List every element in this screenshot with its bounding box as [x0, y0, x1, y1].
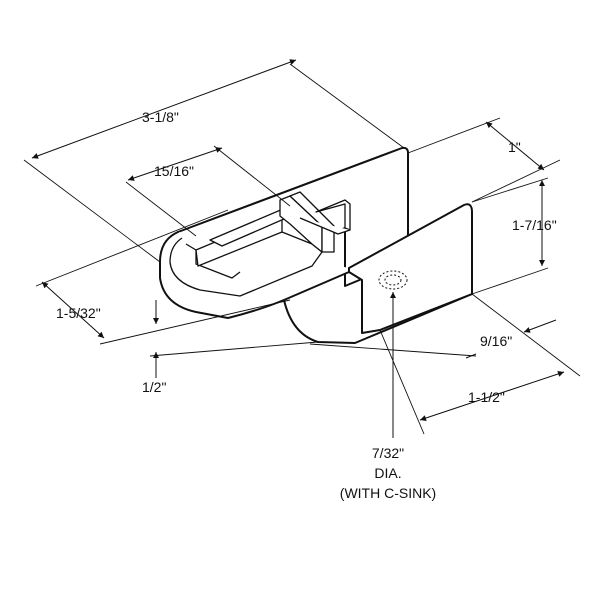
label-height: 1-7/16" [512, 217, 557, 233]
bracket-part [159, 146, 473, 344]
hole-note-size: 7/32" [372, 445, 404, 461]
dimension-labels: 3-1/8" 15/16" 1" 1-7/16" 1-5/32" 1/2" 9/… [56, 109, 557, 405]
dim-line-hole-offset [419, 371, 565, 421]
label-depth: 1" [508, 139, 521, 155]
dim-line-slot-width [127, 147, 223, 181]
label-hole-offset: 1-1/2" [468, 389, 505, 405]
front-wall [348, 203, 473, 334]
dim-line-lower-depth-left [465, 353, 477, 359]
dimension-lines [31, 59, 565, 438]
label-overall-length: 3-1/8" [142, 109, 179, 125]
label-slot-width: 15/16" [154, 163, 194, 179]
hole-note: 7/32" DIA. (WITH C-SINK) [340, 445, 436, 501]
label-lower-depth: 9/16" [480, 333, 512, 349]
pocket-floor [299, 217, 351, 235]
dim-line-depth [485, 121, 545, 171]
hole-note-dia: DIA. [374, 465, 401, 481]
dim-line-front-height [41, 281, 105, 339]
dim-line-overall-length [31, 59, 297, 159]
label-front-height: 1-5/32" [56, 305, 101, 321]
mounting-hole [378, 270, 408, 290]
label-base-offset: 1/2" [142, 379, 166, 395]
dim-line-lower-depth-right [523, 319, 557, 333]
hole-note-csink: (WITH C-SINK) [340, 485, 436, 501]
